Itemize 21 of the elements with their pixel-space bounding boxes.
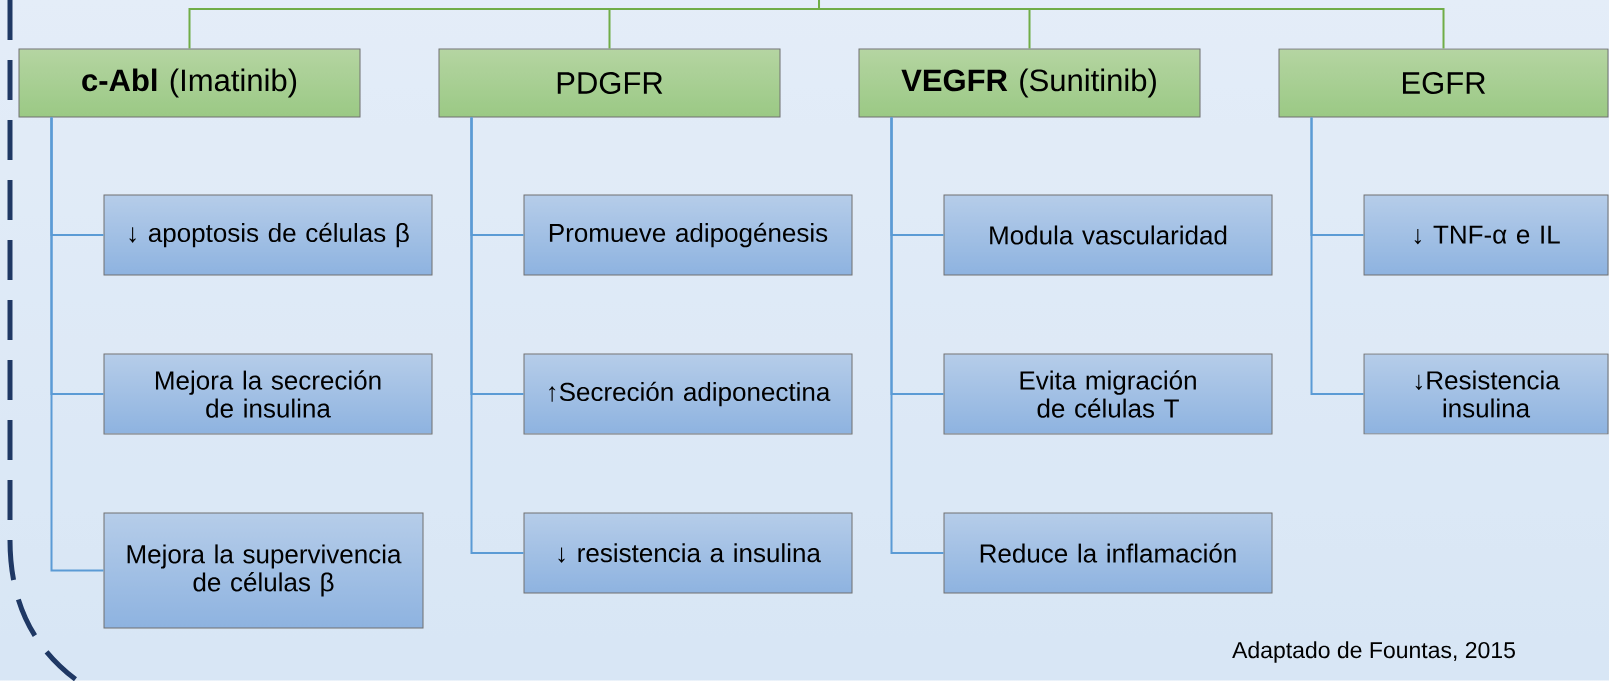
connector-line bbox=[818, 0, 1445, 50]
effect-box: ↓ resistencia a insulina bbox=[523, 512, 853, 594]
caption: Adaptado de Fountas, 2015 bbox=[1232, 641, 1515, 663]
category-box: PDGFR bbox=[438, 48, 781, 118]
effect-box: ↓ apoptosis de células β bbox=[103, 194, 433, 276]
connector-line bbox=[1310, 116, 1365, 395]
connector-line bbox=[470, 116, 525, 554]
effect-box: Reduce la inflamación bbox=[943, 512, 1273, 594]
connector-line bbox=[890, 116, 945, 554]
category-box: c-Abl (Imatinib) bbox=[18, 48, 361, 118]
effect-box: Mejora la supervivencia de células β bbox=[103, 512, 424, 629]
effect-box: ↓ TNF-α e IL bbox=[1363, 194, 1609, 276]
effect-box: ↑Secreción adiponectina bbox=[523, 353, 853, 435]
category-box: VEGFR (Sunitinib) bbox=[858, 48, 1201, 118]
effect-box: Mejora la secreción de insulina bbox=[103, 353, 433, 435]
effect-box: Promueve adipogénesis bbox=[523, 194, 853, 276]
connector-line bbox=[50, 116, 105, 572]
effect-box: Modula vascularidad bbox=[943, 194, 1273, 276]
effect-box: Evita migración de células T bbox=[943, 353, 1273, 435]
category-box: EGFR bbox=[1278, 48, 1609, 118]
effect-box: ↓Resistencia insulina bbox=[1363, 353, 1609, 435]
